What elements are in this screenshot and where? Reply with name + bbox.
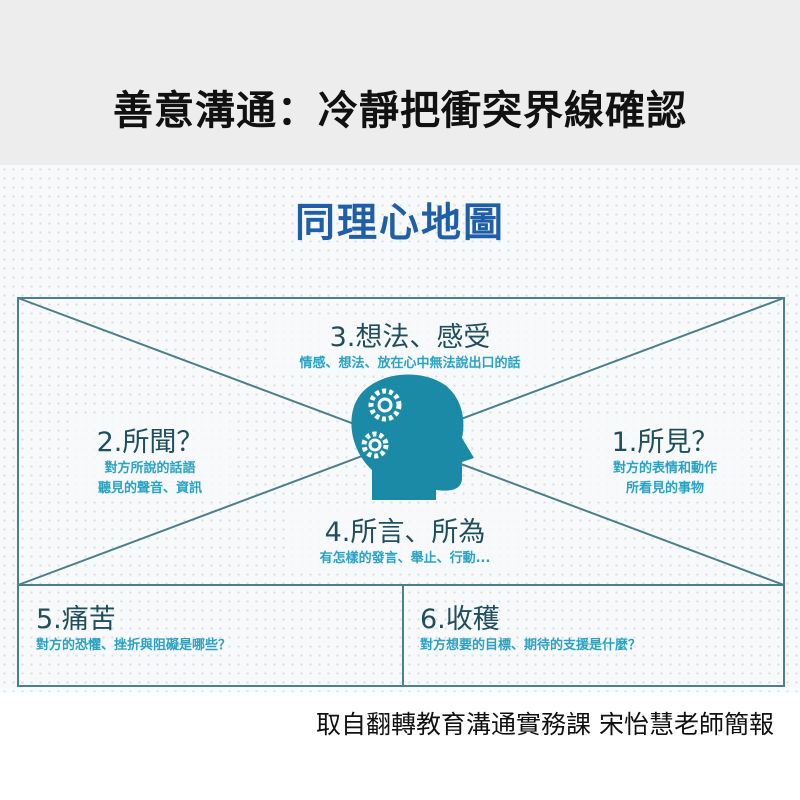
quadrant-thoughts-feelings: 3.想法、感受 情感、想法、放在心中無法說出口的話	[270, 315, 550, 374]
footer	[0, 692, 800, 800]
section-title: 5.痛苦	[36, 604, 116, 635]
quadrant-title: 3.想法、感受	[329, 322, 491, 353]
quadrant-title: 1.所見？	[611, 427, 719, 458]
quadrant-title: 2.所聞？	[96, 427, 204, 458]
quadrant-description: 對方所說的話語	[104, 461, 196, 476]
diagram-heading: 同理心地圖	[295, 200, 505, 246]
head-gears-icon	[351, 374, 474, 500]
quadrant-description: 有怎樣的發言、舉止、行動...	[319, 551, 491, 566]
section-gain: 6.收穫 對方想要的目標、期待的支援是什麼？	[420, 597, 641, 656]
quadrant-see: 1.所見？ 對方的表情和動作 所看見的事物	[585, 420, 745, 499]
quadrant-description: 情感、想法、放在心中無法說出口的話	[299, 356, 521, 371]
section-title: 6.收穫	[420, 604, 500, 635]
section-pain: 5.痛苦 對方的恐懼、挫折與阻礙是哪些？	[36, 597, 231, 656]
quadrant-description: 聽見的聲音、資訊	[97, 481, 202, 496]
quadrant-say-do: 4.所言、所為 有怎樣的發言、舉止、行動...	[285, 510, 525, 569]
quadrant-title: 4.所言、所為	[324, 517, 486, 548]
section-description: 對方想要的目標、期待的支援是什麼？	[420, 638, 642, 653]
quadrant-description: 對方的表情和動作	[612, 461, 717, 476]
map-border	[17, 297, 785, 687]
source-credit: 取自翻轉教育溝通實務課 宋怡慧老師簡報	[316, 710, 774, 739]
quadrant-description: 所看見的事物	[625, 481, 704, 496]
quadrant-hear: 2.所聞？ 對方所說的話語 聽見的聲音、資訊	[70, 420, 230, 499]
page-title: 善意溝通：冷靜把衝突界線確認	[113, 88, 687, 134]
section-description: 對方的恐懼、挫折與阻礙是哪些？	[36, 638, 232, 653]
